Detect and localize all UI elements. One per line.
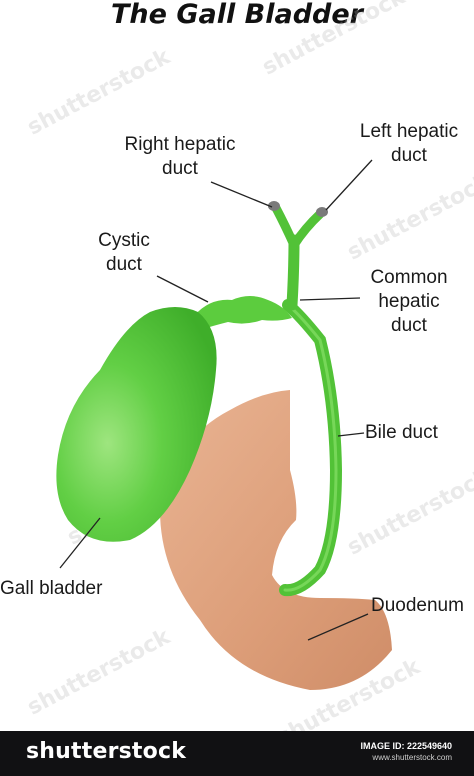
leader-line-common-hepatic	[299, 297, 361, 301]
leader-line-gall-bladder	[59, 517, 101, 569]
leader-line-bile-duct	[337, 432, 365, 437]
image-id-text: IMAGE ID: 222549640	[360, 741, 452, 751]
label-cystic-line2: duct	[106, 254, 142, 275]
right-hepatic-duct-shape	[271, 203, 299, 250]
leader-line-duodenum	[307, 613, 369, 641]
bile-duct-highlight	[283, 303, 338, 592]
gallbladder-shape	[56, 307, 217, 542]
leader-line-right-hepatic	[210, 181, 273, 208]
duodenum-shape	[160, 390, 392, 690]
site-url-text: www.shutterstock.com	[372, 753, 452, 762]
label-gall-bladder: Gall bladder	[0, 578, 103, 599]
label-duodenum: Duodenum	[371, 595, 464, 616]
label-common-hepatic-line1: Common	[370, 267, 448, 288]
common-hepatic-duct-shape	[286, 234, 300, 311]
footer-bar: shutterstock IMAGE ID: 222549640 www.shu…	[0, 731, 474, 776]
label-right-hepatic-line2: duct	[162, 158, 198, 179]
cystic-duct-shape	[195, 296, 292, 330]
label-common-hepatic-line3: duct	[391, 315, 427, 336]
leader-line-left-hepatic	[325, 159, 373, 211]
anatomy-illustration	[56, 159, 392, 690]
label-cystic-line1: Cystic	[98, 230, 150, 251]
label-left-hepatic-duct: Left hepatic duct	[350, 120, 468, 168]
left-hepatic-duct-shape	[289, 209, 325, 250]
brand-logo: shutterstock	[26, 739, 187, 764]
label-bile-duct: Bile duct	[365, 422, 438, 443]
left-hepatic-duct-end	[316, 207, 328, 217]
right-hepatic-duct-end	[268, 201, 280, 211]
diagram-title: The Gall Bladder	[111, 0, 363, 30]
label-right-hepatic-line1: Right hepatic	[124, 134, 236, 155]
leader-line-cystic	[156, 275, 209, 303]
label-common-hepatic-duct: Common hepatic duct	[360, 266, 458, 338]
label-right-hepatic-duct: Right hepatic duct	[115, 133, 245, 181]
label-cystic-duct: Cystic duct	[86, 229, 162, 277]
label-left-hepatic-line1: Left hepatic	[359, 121, 459, 142]
label-common-hepatic-line2: hepatic	[378, 291, 440, 312]
label-left-hepatic-line2: duct	[391, 145, 427, 166]
